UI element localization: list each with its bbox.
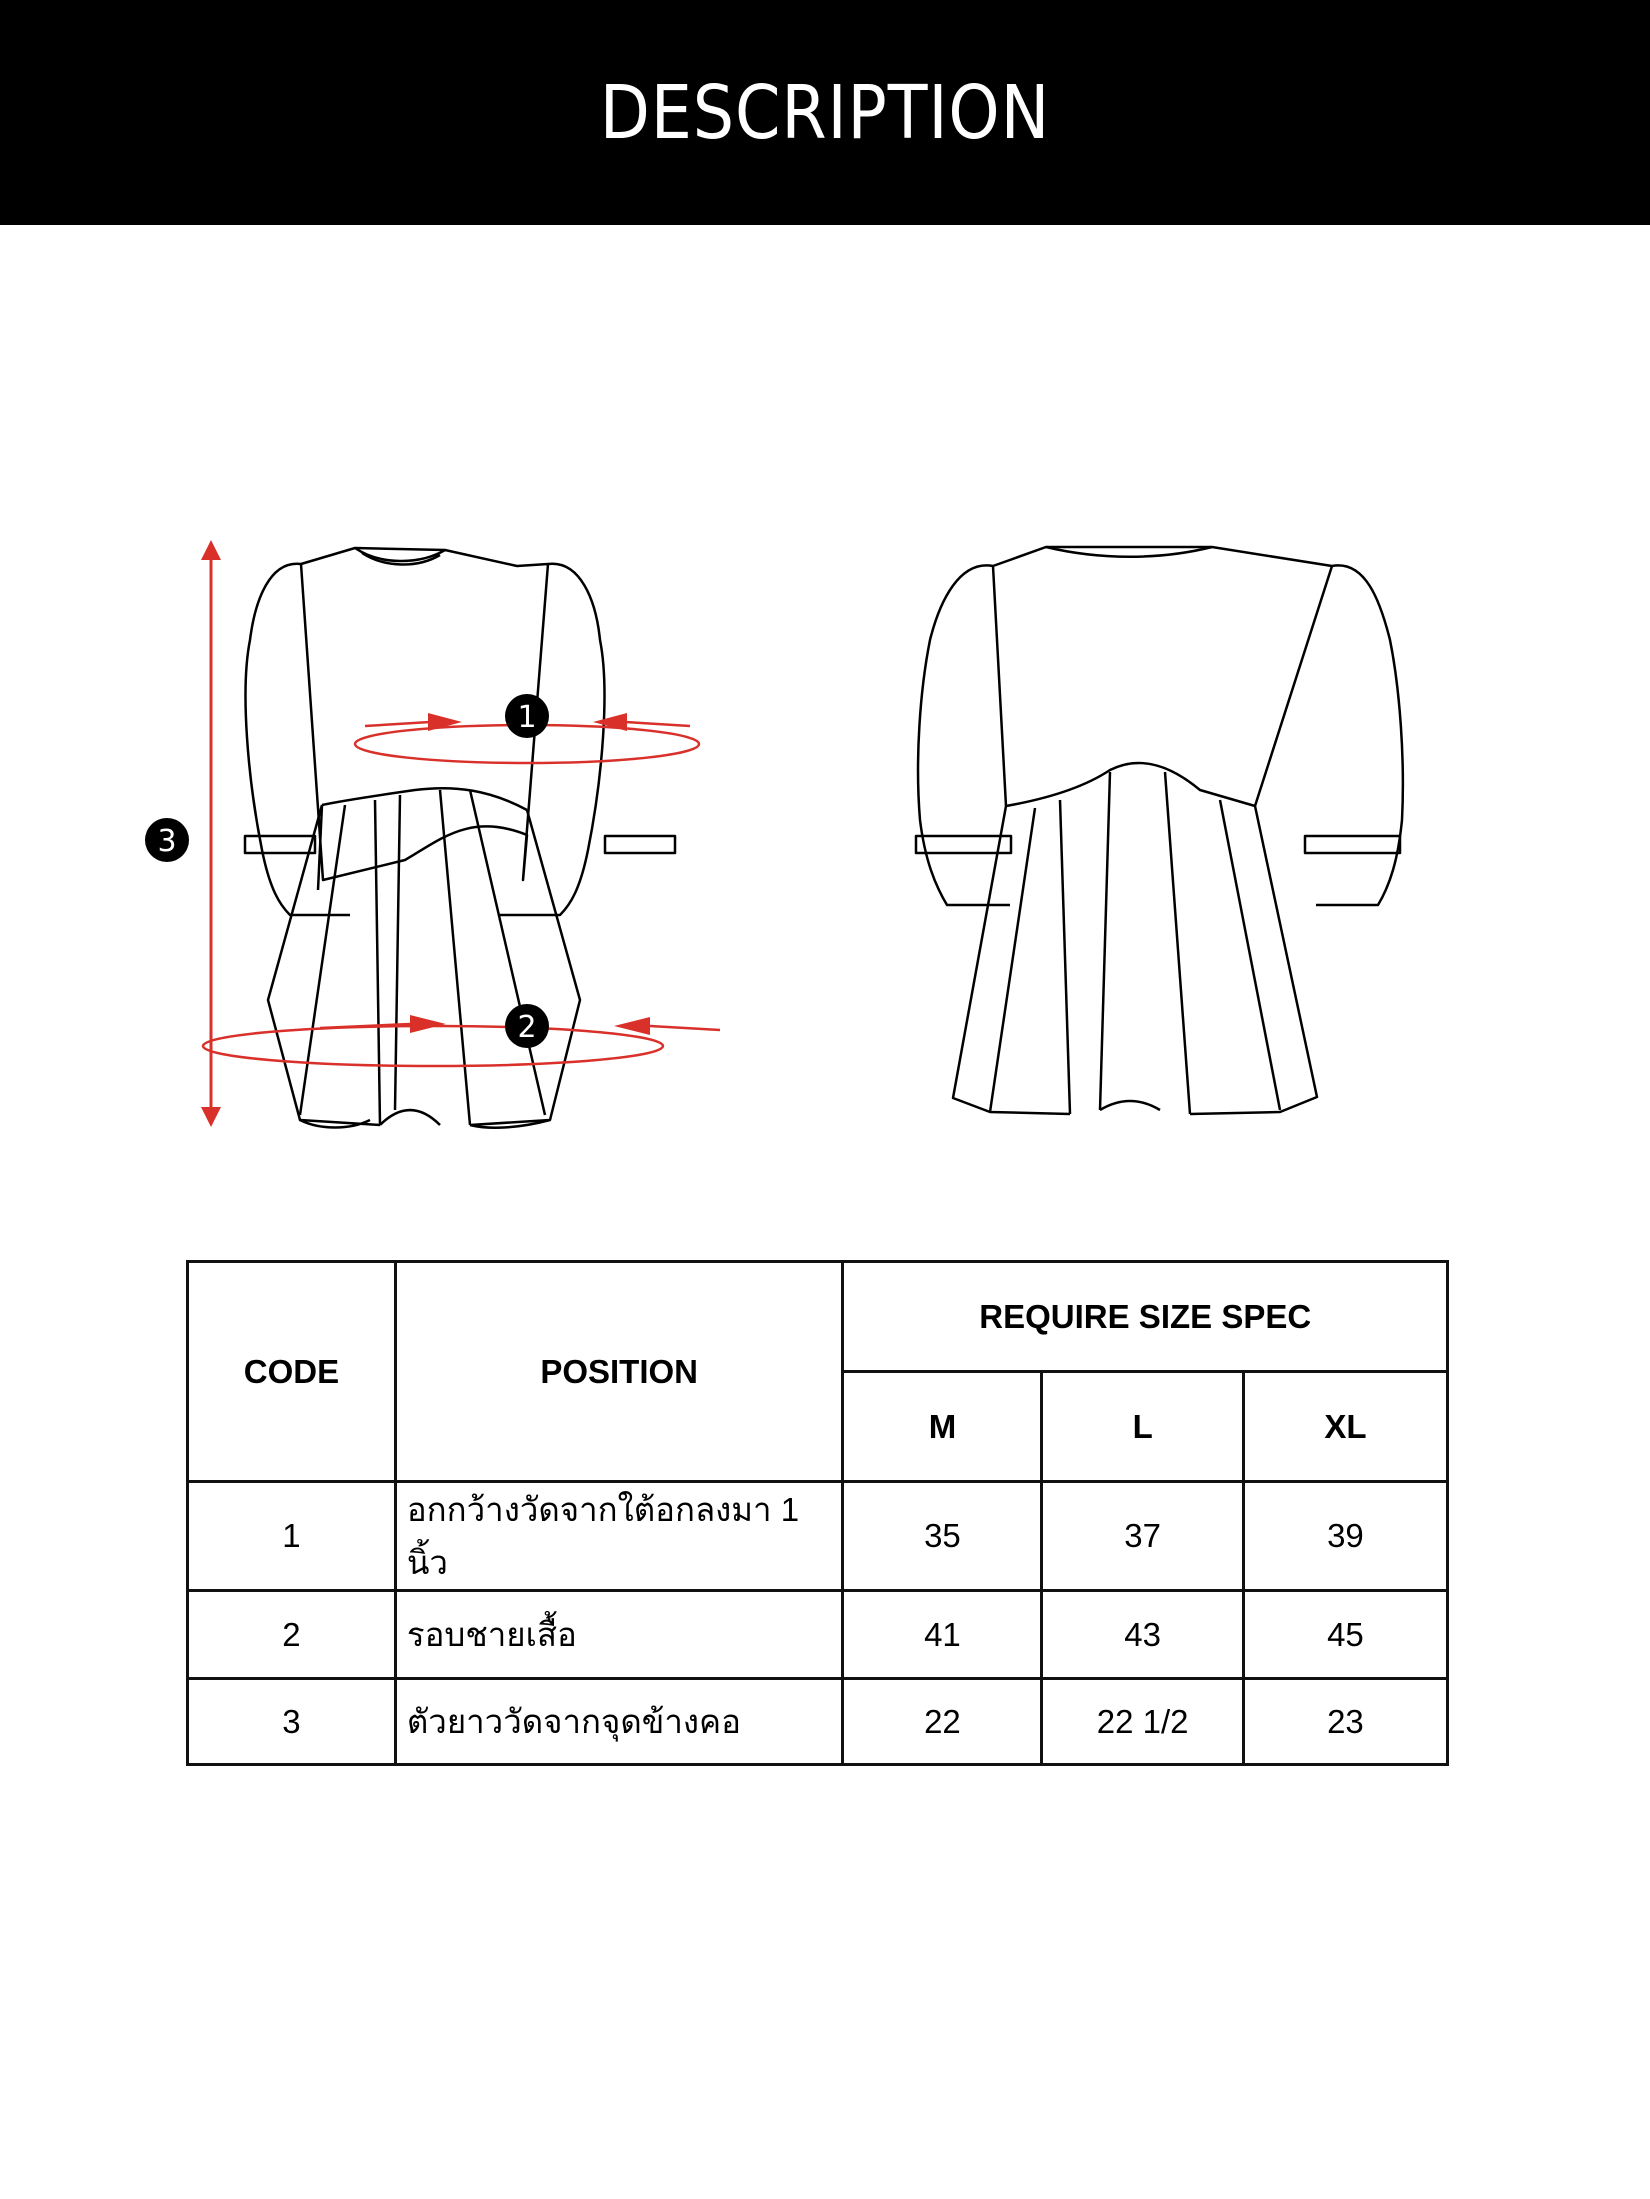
garment-diagram: 1 2 3 <box>145 540 1405 1129</box>
header-require-size-spec: REQUIRE SIZE SPEC <box>841 1260 1449 1373</box>
cell-position: อกกว้างวัดจากใต้อกลงมา 1 นิ้ว <box>393 1480 845 1592</box>
svg-text:3: 3 <box>157 824 176 859</box>
size-spec-table: CODE POSITION REQUIRE SIZE SPEC M L XL 1… <box>186 1260 1450 1766</box>
cell-size-l: 37 <box>1040 1480 1245 1592</box>
table-size-row: M L XL <box>188 1370 1450 1483</box>
hem-measure-ring <box>201 1024 665 1068</box>
page-title: DESCRIPTION <box>599 69 1051 156</box>
cell-size-xl: 45 <box>1241 1589 1450 1680</box>
arrow-left-icon <box>593 713 627 731</box>
svg-text:1: 1 <box>517 700 536 735</box>
back-view <box>914 545 1405 1116</box>
table-row: 3 ตัวยาววัดจากจุดข้างคอ 22 22 1/2 23 <box>186 1677 1450 1766</box>
cell-size-m: 41 <box>841 1589 1044 1680</box>
cell-size-l: 22 1/2 <box>1040 1677 1245 1766</box>
header-bar: DESCRIPTION <box>0 0 1650 225</box>
arrow-left-icon <box>614 1017 650 1035</box>
header-position: POSITION <box>393 1260 845 1483</box>
cell-code: 1 <box>186 1480 397 1592</box>
cell-size-m: 35 <box>841 1480 1044 1592</box>
arrow-down-icon <box>201 1107 221 1127</box>
cell-code: 3 <box>186 1677 397 1766</box>
cell-code: 2 <box>186 1589 397 1680</box>
front-view <box>243 546 677 1129</box>
cell-size-m: 22 <box>841 1677 1044 1766</box>
cell-size-xl: 39 <box>1241 1480 1450 1592</box>
cell-size-xl: 23 <box>1241 1677 1450 1766</box>
table-row: 2 รอบชายเสื้อ 41 43 45 <box>186 1589 1450 1680</box>
cell-size-l: 43 <box>1040 1589 1245 1680</box>
header-size-m: M <box>841 1370 1044 1483</box>
marker-3: 3 <box>145 818 189 862</box>
cell-position: ตัวยาววัดจากจุดข้างคอ <box>393 1677 845 1766</box>
arrow-right-icon <box>428 713 462 731</box>
header-size-xl: XL <box>1241 1370 1450 1483</box>
svg-text:2: 2 <box>517 1010 536 1045</box>
header-code: CODE <box>186 1260 397 1483</box>
marker-2: 2 <box>505 1004 549 1048</box>
header-size-l: L <box>1040 1370 1245 1483</box>
table-row: 1 อกกว้างวัดจากใต้อกลงมา 1 นิ้ว 35 37 39 <box>186 1480 1450 1592</box>
marker-1: 1 <box>505 694 549 738</box>
cell-position: รอบชายเสื้อ <box>393 1589 845 1680</box>
arrow-right-icon <box>410 1015 446 1033</box>
arrow-up-icon <box>201 540 221 560</box>
table-header-row: CODE POSITION REQUIRE SIZE SPEC <box>186 1260 1449 1483</box>
